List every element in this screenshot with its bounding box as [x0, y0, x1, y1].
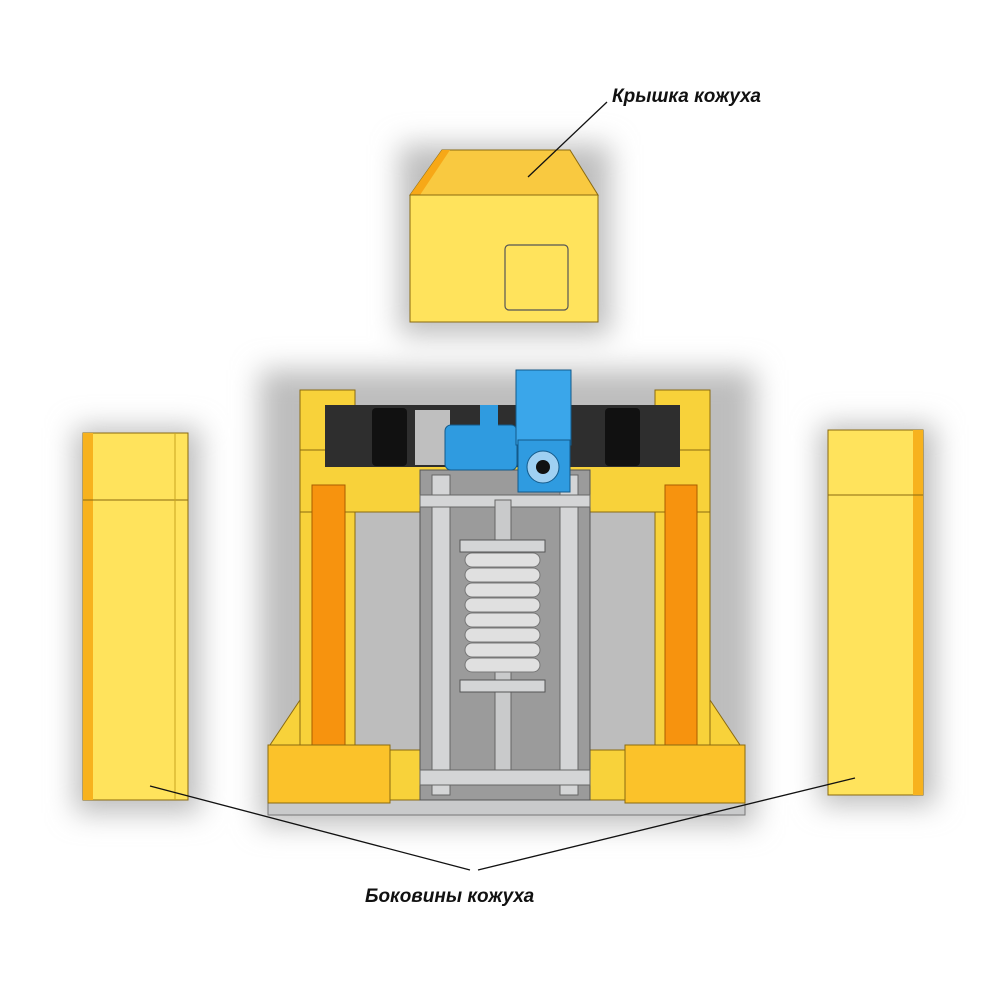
- cover-lid: [409, 149, 599, 323]
- spring: [459, 539, 546, 693]
- inspection-hatch: [504, 244, 569, 311]
- cover-side-right: [827, 429, 924, 796]
- label-cover-sides: Боковины кожуха: [365, 886, 535, 907]
- motor-gearbox: [444, 369, 572, 493]
- label-cover-lid: Крышка кожуха: [612, 86, 762, 107]
- cover-side-left: [82, 432, 189, 801]
- leader-lines: [149, 101, 856, 871]
- drive-frame: [267, 369, 746, 816]
